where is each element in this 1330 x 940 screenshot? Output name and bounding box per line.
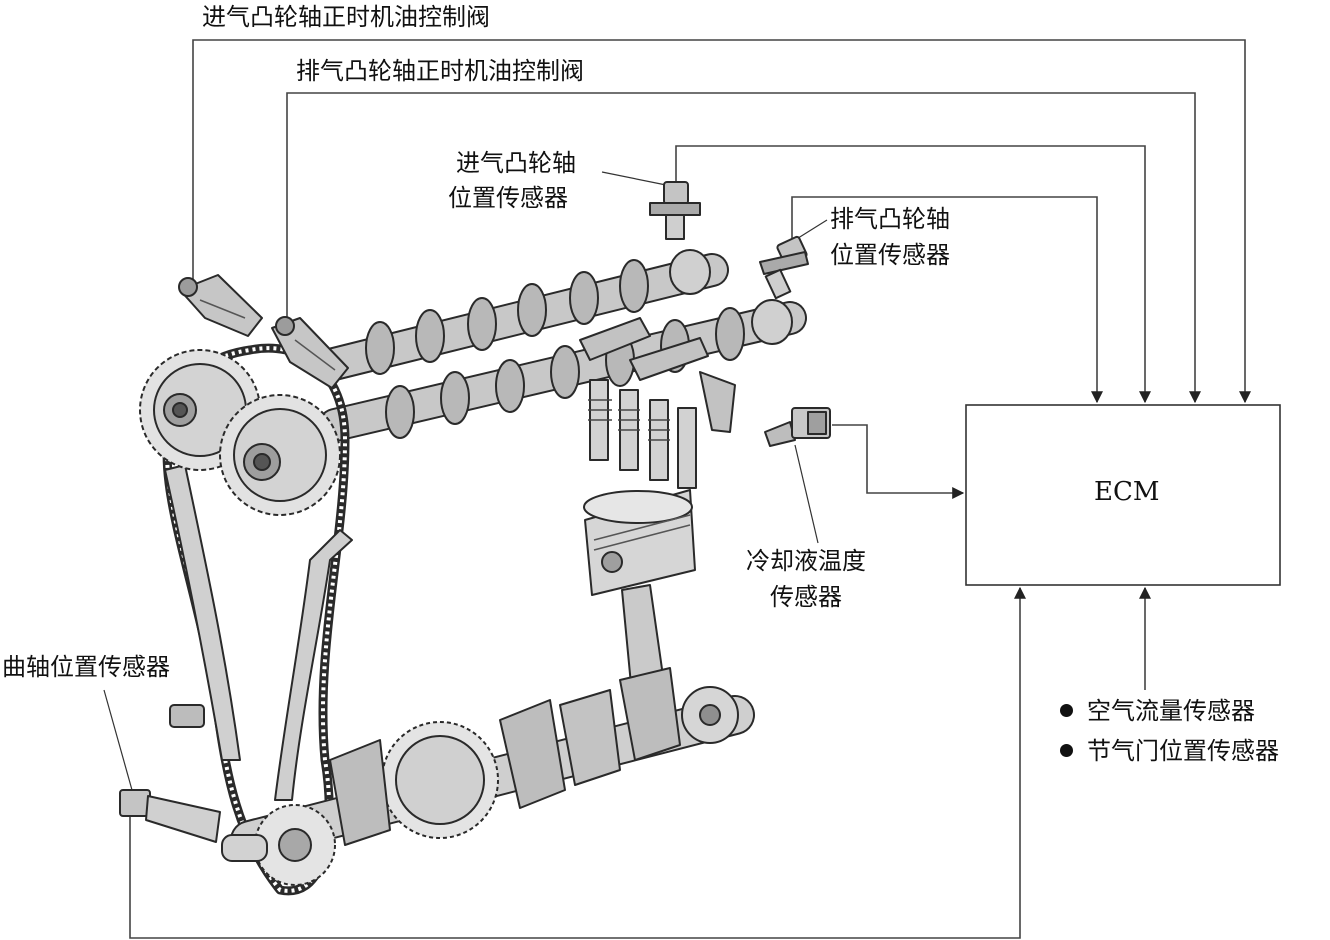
label-exhaust-cam-sensor-line2: 位置传感器 bbox=[830, 241, 950, 269]
exhaust-camshaft bbox=[318, 299, 807, 442]
wire-intake-cam-sensor bbox=[675, 145, 1151, 404]
crank-sensor-part bbox=[119, 789, 221, 843]
label-coolant-sensor-line2: 传感器 bbox=[770, 583, 842, 611]
label-exhaust-cam-sensor-line1: 排气凸轮轴 bbox=[830, 205, 950, 233]
wire-intake-ocv bbox=[192, 39, 1251, 404]
piston bbox=[583, 489, 696, 596]
intake-camshaft bbox=[313, 249, 729, 382]
leader-exhaust-cam bbox=[794, 219, 828, 241]
leader-coolant bbox=[794, 444, 819, 544]
chain-guide-left bbox=[164, 464, 241, 761]
ecm-label: ECM bbox=[1094, 477, 1160, 507]
wiring bbox=[129, 39, 1251, 939]
ecm-box bbox=[965, 404, 1281, 586]
crankshaft bbox=[221, 667, 755, 886]
wire-crank-sensor bbox=[129, 586, 1026, 939]
label-crank-sensor: 曲轴位置传感器 bbox=[2, 653, 170, 681]
tensioner bbox=[169, 704, 205, 728]
leader-crank bbox=[103, 689, 133, 791]
intake-cam-sensor-part bbox=[649, 181, 701, 240]
wire-coolant-sensor bbox=[832, 424, 965, 499]
coolant-sensor-part bbox=[764, 407, 831, 447]
label-coolant-sensor-line1: 冷却液温度 bbox=[746, 547, 866, 575]
bullet-icon bbox=[1060, 743, 1073, 757]
engine-drawing bbox=[119, 181, 831, 896]
intake-ocv bbox=[178, 274, 263, 337]
label-intake-cam-sensor-line2: 位置传感器 bbox=[448, 184, 568, 212]
wire-exhaust-ocv bbox=[286, 92, 1201, 404]
bullet-icon bbox=[1060, 703, 1073, 717]
leader-lines bbox=[103, 171, 828, 791]
label-air-flow-sensor: 空气流量传感器 bbox=[1087, 697, 1255, 725]
other-input-air-flow: 空气流量传感器 bbox=[1060, 696, 1255, 727]
label-throttle-position-sensor: 节气门位置传感器 bbox=[1087, 737, 1279, 765]
leader-intake-cam bbox=[601, 171, 667, 186]
label-exhaust-ocv: 排气凸轮轴正时机油控制阀 bbox=[296, 57, 584, 85]
label-intake-ocv: 进气凸轮轴正时机油控制阀 bbox=[202, 3, 490, 31]
other-input-throttle: 节气门位置传感器 bbox=[1060, 736, 1279, 767]
exhaust-cam-sensor-part bbox=[759, 235, 809, 300]
label-intake-cam-sensor-line1: 进气凸轮轴 bbox=[456, 149, 576, 177]
valvetrain bbox=[579, 317, 736, 489]
exhaust-ocv bbox=[271, 316, 349, 389]
exhaust-sprocket bbox=[219, 394, 341, 516]
chain-tensioner-arm bbox=[274, 529, 353, 801]
wire-exhaust-cam-sensor bbox=[791, 196, 1103, 404]
